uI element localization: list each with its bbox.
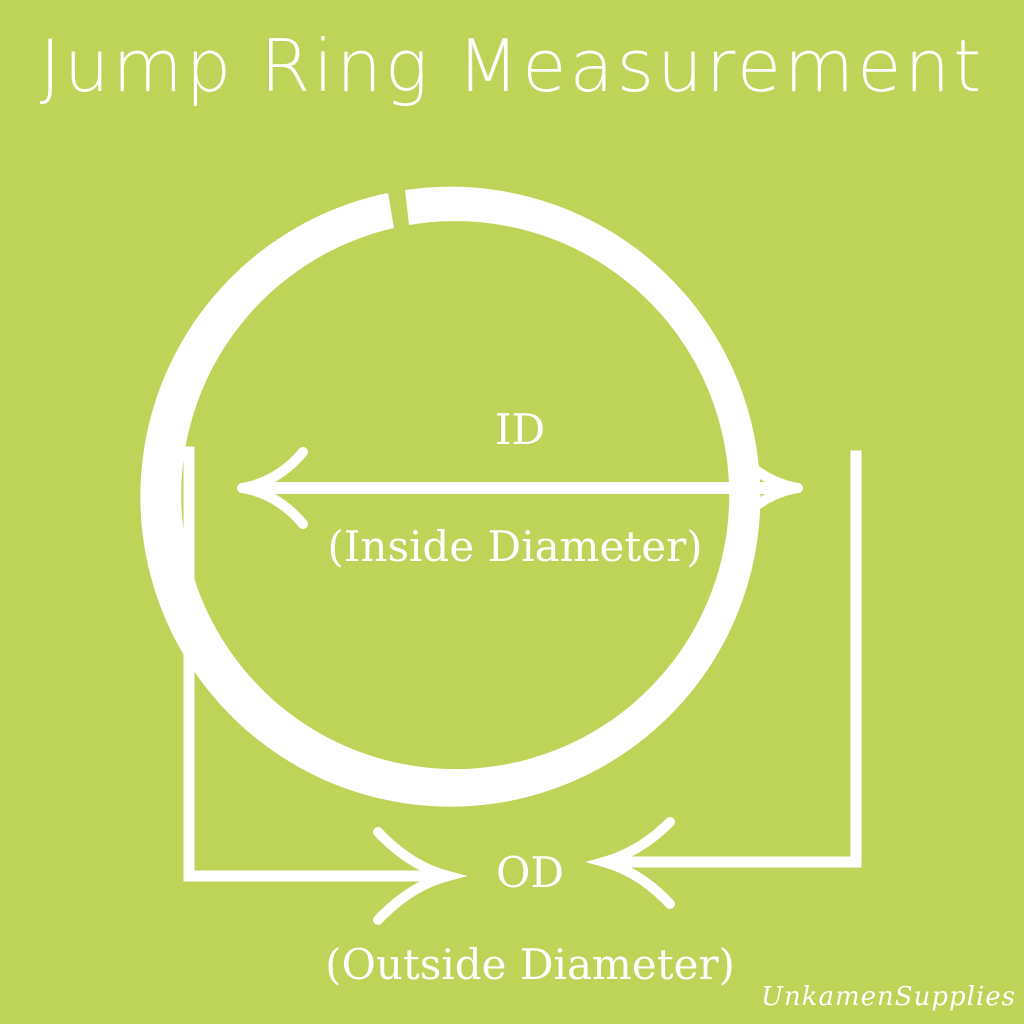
jump-ring-body xyxy=(140,186,761,807)
inside-diameter-arrow xyxy=(237,447,803,529)
outside-diameter-description: (Outside Diameter) xyxy=(325,940,735,989)
inside-diameter-right-head xyxy=(732,447,803,529)
inside-diameter-abbr: ID xyxy=(494,405,546,454)
outside-diameter-right-bracket xyxy=(585,450,862,909)
outside-diameter-left-bracket xyxy=(183,446,468,925)
outside-diameter-abbr: OD xyxy=(495,848,565,897)
inside-diameter-description: (Inside Diameter) xyxy=(327,522,703,571)
jump-ring xyxy=(140,186,761,807)
inside-diameter-left-head xyxy=(237,447,308,529)
page-title: Jump Ring Measurement xyxy=(39,24,985,108)
outside-diameter-right-head xyxy=(585,817,675,909)
brand-watermark: UnkamenSupplies xyxy=(761,982,1016,1012)
outside-diameter-left-head xyxy=(373,827,468,925)
